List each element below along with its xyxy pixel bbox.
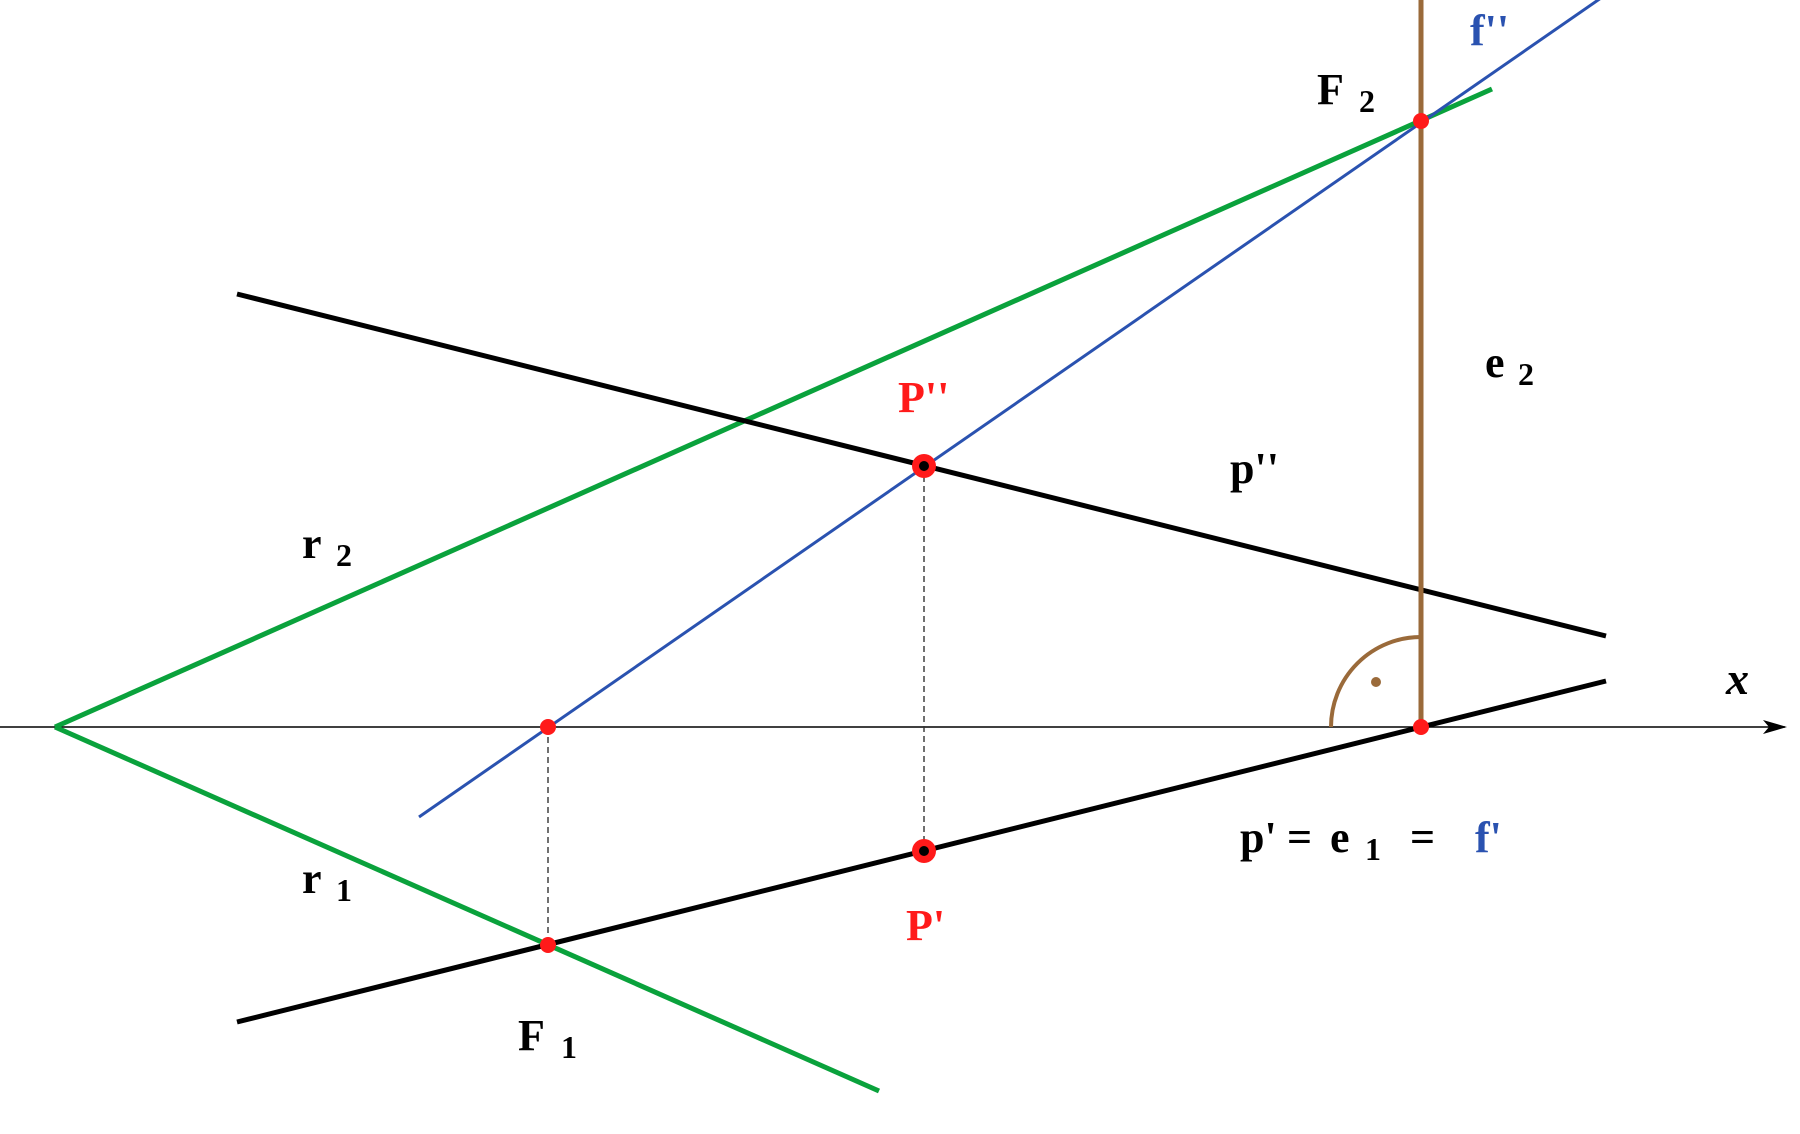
point-F2 [1413, 113, 1429, 129]
point-f-intersection-x [540, 719, 556, 735]
label-r2: r [302, 519, 322, 568]
label-F1: F [518, 1011, 545, 1060]
label-r2-subscript: 2 [336, 537, 352, 573]
label-F1-subscript: 1 [561, 1029, 577, 1065]
label-bottom-e: e [1330, 813, 1350, 862]
point-F1 [540, 937, 556, 953]
label-p-second: p'' [1230, 444, 1279, 493]
point-e-axis [1413, 719, 1429, 735]
label-x-axis: x [1725, 653, 1749, 704]
label-bottom-p-first: p' [1240, 813, 1277, 862]
point-P-first-core [919, 846, 929, 856]
trace-line-r1 [53, 724, 881, 1094]
label-P-first: P' [906, 901, 945, 950]
label-F2: F [1317, 65, 1344, 114]
point-P-second-core [919, 461, 929, 471]
label-F2-subscript: 2 [1359, 83, 1375, 119]
right-angle-dot [1371, 677, 1381, 687]
label-bottom-equals-2: = [1410, 813, 1435, 862]
label-r1: r [302, 854, 322, 903]
label-e2-subscript: 2 [1518, 356, 1534, 392]
label-r1-subscript: 1 [336, 872, 352, 908]
label-f-second: f'' [1470, 6, 1509, 55]
right-angle-arc [1329, 635, 1422, 728]
label-e2: e [1485, 338, 1505, 387]
line-f-second-projection [418, 0, 1601, 819]
label-bottom-f-first: f' [1475, 813, 1502, 862]
label-P-second: P'' [898, 373, 949, 422]
label-bottom-e-subscript: 1 [1365, 831, 1381, 867]
label-bottom-equals-1: = [1287, 813, 1312, 862]
trace-line-r2 [53, 86, 1494, 730]
